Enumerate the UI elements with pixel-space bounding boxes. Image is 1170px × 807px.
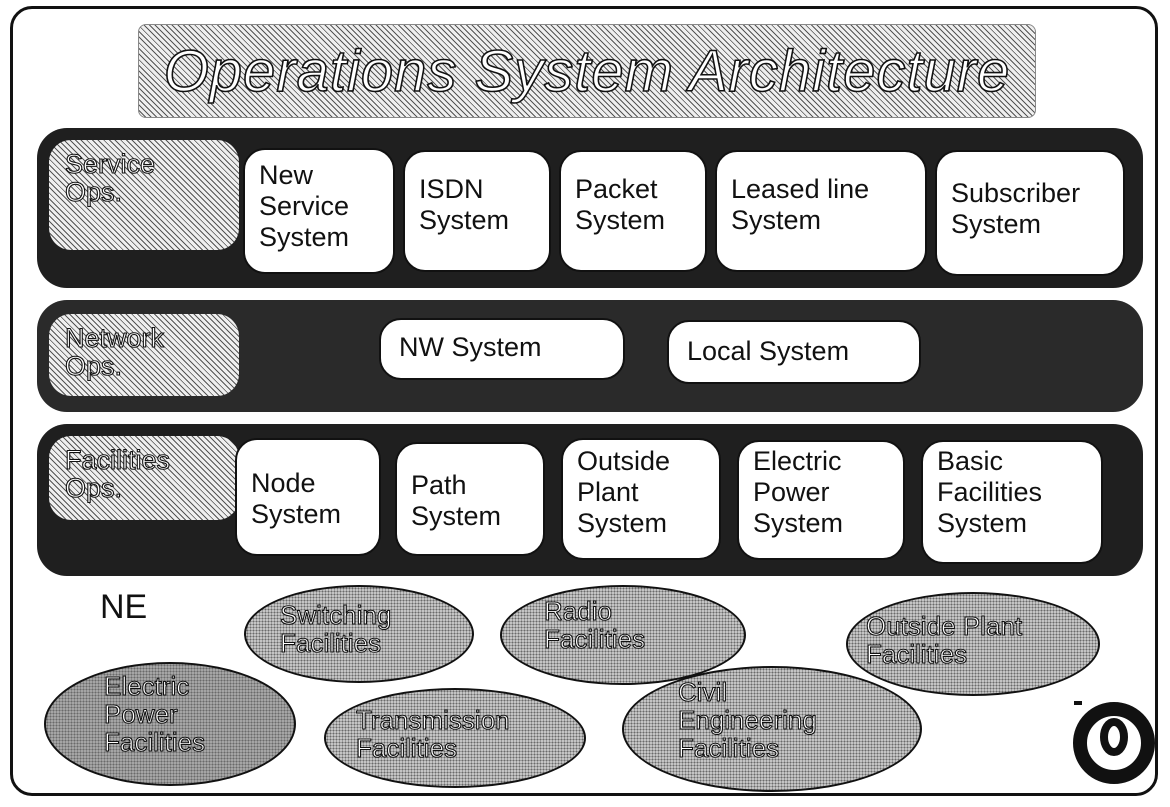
subscriber-system-box: Subscriber System — [935, 150, 1125, 276]
network-ops-band: Network Ops. NW System Local System — [37, 300, 1143, 412]
facility-label: Transmission Facilities — [355, 705, 510, 763]
node-system-box: Node System — [235, 438, 381, 556]
new-service-system-box: New Service System — [243, 148, 395, 274]
electric-power-system-box: Electric Power System — [737, 440, 905, 560]
network-ops-label: Network Ops. — [49, 314, 239, 396]
nw-system-box: NW System — [379, 318, 625, 380]
local-system-box: Local System — [667, 320, 921, 384]
path-system-box: Path System — [395, 442, 545, 556]
radio-facilities-ellipse: Radio Facilities — [500, 585, 746, 685]
system-label: Basic Facilities System — [937, 446, 1043, 538]
packet-system-box: Packet System — [559, 150, 707, 272]
network-ops-label-text: Network Ops. — [64, 323, 165, 381]
facility-label: Outside Plant Facilities — [865, 611, 1023, 669]
system-label: Local System — [687, 336, 850, 366]
service-ops-label-text: Service Ops. — [64, 149, 156, 207]
facility-label: Radio Facilities — [543, 596, 646, 654]
service-ops-band: Service Ops. New Service System ISDN Sys… — [37, 128, 1143, 288]
facilities-ops-label-text: Facilities Ops. — [64, 445, 171, 503]
system-label: Outside Plant System — [577, 446, 671, 538]
diagram-title: Operations System Architecture — [163, 38, 1011, 105]
system-label: Packet System — [575, 174, 666, 235]
facility-label: Electric Power Facilities — [103, 671, 206, 757]
system-label: Subscriber System — [951, 178, 1081, 239]
facility-label: Switching Facilities — [279, 600, 392, 658]
facilities-ops-label: Facilities Ops. — [49, 436, 239, 520]
company-logo-icon — [1073, 701, 1155, 784]
service-ops-label: Service Ops. — [49, 140, 239, 250]
system-label: ISDN System — [419, 174, 510, 235]
transmission-facilities-ellipse: Transmission Facilities — [324, 688, 586, 788]
outside-plant-facilities-ellipse: Outside Plant Facilities — [846, 592, 1100, 696]
system-label: Electric Power System — [753, 446, 844, 538]
system-label: Node System — [251, 468, 342, 529]
title-banner: Operations System Architecture — [138, 24, 1036, 118]
leased-line-system-box: Leased line System — [715, 150, 927, 272]
basic-facilities-system-box: Basic Facilities System — [921, 440, 1103, 564]
system-label: NW System — [399, 332, 542, 362]
system-label: Path System — [411, 470, 502, 531]
system-label: Leased line System — [731, 174, 870, 235]
facility-label: Civil Engineering Facilities — [677, 677, 817, 763]
electric-power-facilities-ellipse: Electric Power Facilities — [44, 662, 296, 786]
civil-engineering-facilities-ellipse: Civil Engineering Facilities — [622, 666, 922, 792]
slide-frame — [10, 6, 1158, 796]
facilities-ops-band: Facilities Ops. Node System Path System … — [37, 424, 1143, 576]
outside-plant-system-box: Outside Plant System — [561, 438, 721, 560]
switching-facilities-ellipse: Switching Facilities — [244, 585, 474, 683]
isdn-system-box: ISDN System — [403, 150, 551, 272]
system-label: New Service System — [259, 160, 350, 252]
ne-label: NE — [100, 588, 148, 626]
